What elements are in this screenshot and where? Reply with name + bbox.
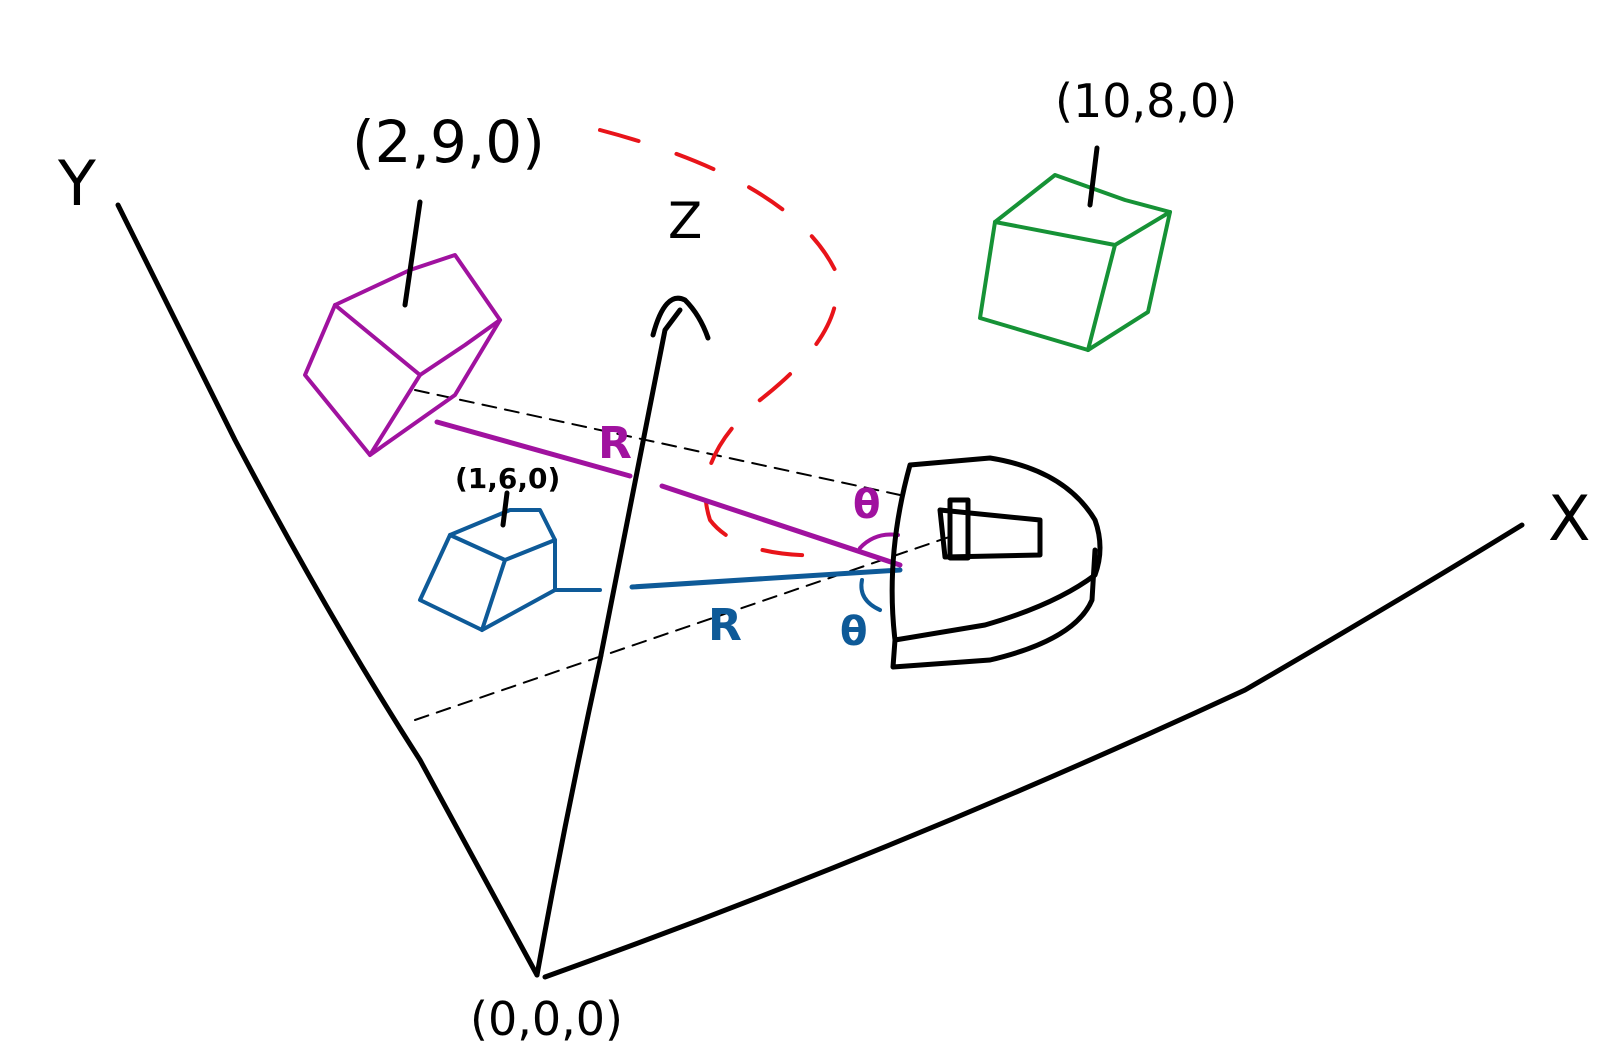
- green-cube-pointer: [1087, 145, 1100, 208]
- axis-z-label: Z: [668, 192, 702, 250]
- blue-cube-coord-label: (1,6,0): [455, 462, 560, 495]
- blue-cube: [418, 508, 602, 632]
- purple-cube-pointer: [402, 199, 423, 308]
- purple-distance-line: [434, 419, 633, 479]
- green-cube: [978, 173, 1172, 352]
- red-dashed-arc: [598, 128, 842, 558]
- blue-angle-arc: [859, 578, 882, 612]
- axes: [115, 202, 1525, 980]
- y-axis-line: [115, 202, 540, 978]
- purple-projection-dashed-line: [414, 389, 901, 496]
- axis-x-label: X: [1548, 482, 1590, 555]
- purple-angle-label: θ: [853, 482, 880, 528]
- purple-distance-line-2: [659, 483, 903, 568]
- blue-distance-label: R: [708, 600, 742, 651]
- origin-label: (0,0,0): [470, 992, 623, 1046]
- purple-distance-label: R: [598, 418, 632, 469]
- z-axis-arrowhead: [650, 295, 711, 341]
- blue-projection-dashed-line: [414, 534, 956, 721]
- x-axis-line: [542, 522, 1525, 980]
- green-cube-coord-label: (10,8,0): [1055, 74, 1237, 128]
- axis-y-label: Y: [57, 147, 96, 220]
- z-axis-line: [534, 307, 683, 978]
- purple-cube: [303, 253, 502, 457]
- projection-lines: [414, 389, 956, 721]
- blue-cube-pointer: [500, 490, 510, 528]
- purple-cube-coord-label: (2,9,0): [352, 108, 545, 176]
- robot-vehicle: [889, 455, 1103, 670]
- blue-angle-label: θ: [840, 609, 867, 655]
- blue-distance-line: [629, 567, 903, 590]
